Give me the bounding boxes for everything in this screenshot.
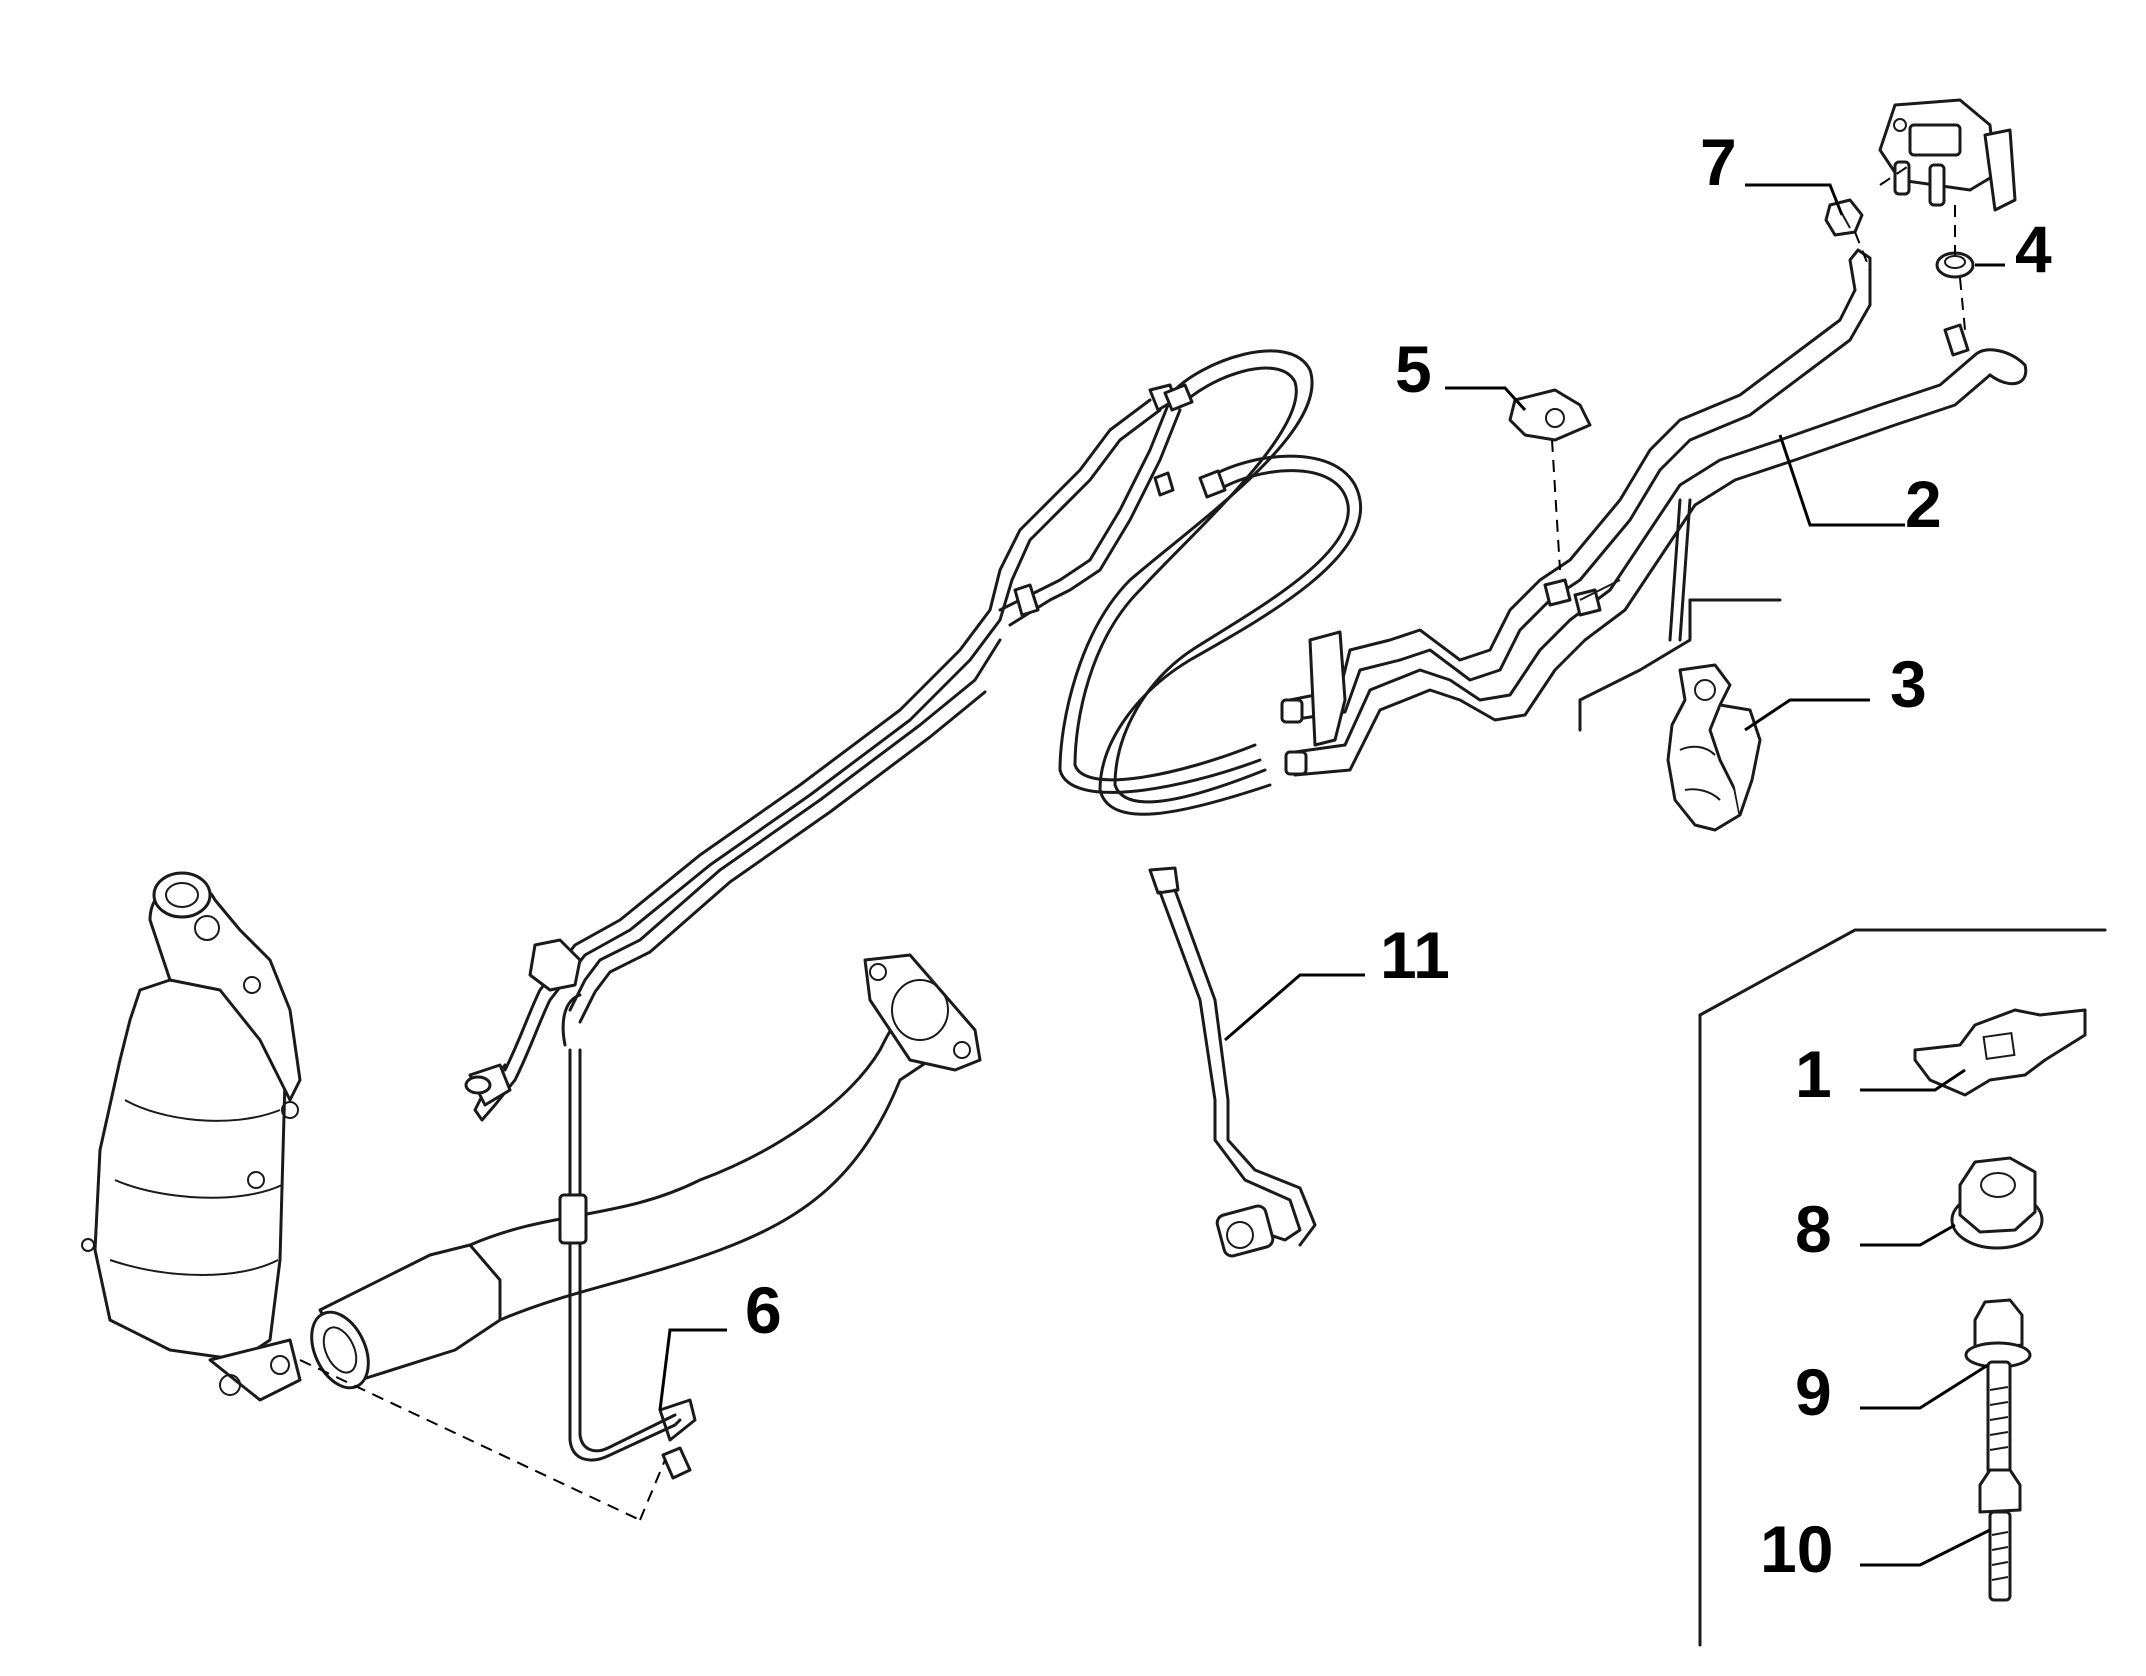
callout-3: 3	[1890, 647, 1927, 721]
kit-box-frame	[1698, 928, 2107, 1647]
callout-10: 10	[1760, 1512, 1833, 1586]
looped-hoses	[1058, 349, 1363, 816]
part-11-bent-pipe	[1148, 866, 1317, 1258]
callout-5: 5	[1395, 332, 1432, 406]
pressure-sensor	[1878, 98, 2017, 212]
callout-labels: 7 4 5 2 3 11 6 1 8 9 10	[745, 125, 2052, 1586]
exhaust-front-pipe	[310, 953, 982, 1390]
assembly-dashed-lines	[299, 164, 1966, 1521]
long-hose-pair	[464, 383, 1182, 1122]
callout-leaders	[658, 183, 2005, 1567]
part-9-flange-bolt	[1964, 1298, 2032, 1476]
callout-9: 9	[1795, 1355, 1832, 1429]
part-2-pipe-assembly	[1280, 248, 2028, 777]
part-6-pressure-pipe	[558, 993, 697, 1480]
callout-2: 2	[1905, 467, 1942, 541]
callout-4: 4	[2015, 212, 2052, 286]
callout-7: 7	[1700, 125, 1737, 199]
callout-8: 8	[1795, 1192, 1832, 1266]
part-8-flange-nut	[1950, 1156, 2044, 1250]
part-4-clamp	[1935, 251, 1975, 279]
callout-11: 11	[1380, 918, 1450, 992]
part-5-bracket	[1508, 388, 1592, 442]
part-7-clip	[1824, 198, 1864, 237]
callout-1: 1	[1795, 1037, 1832, 1111]
callout-6: 6	[745, 1273, 782, 1347]
catalytic-converter	[81, 871, 302, 1402]
part-3-clip-holder	[1666, 663, 1762, 832]
part-10-hex-bolt	[1978, 1468, 2022, 1602]
part-1-bracket	[1913, 1008, 2087, 1097]
